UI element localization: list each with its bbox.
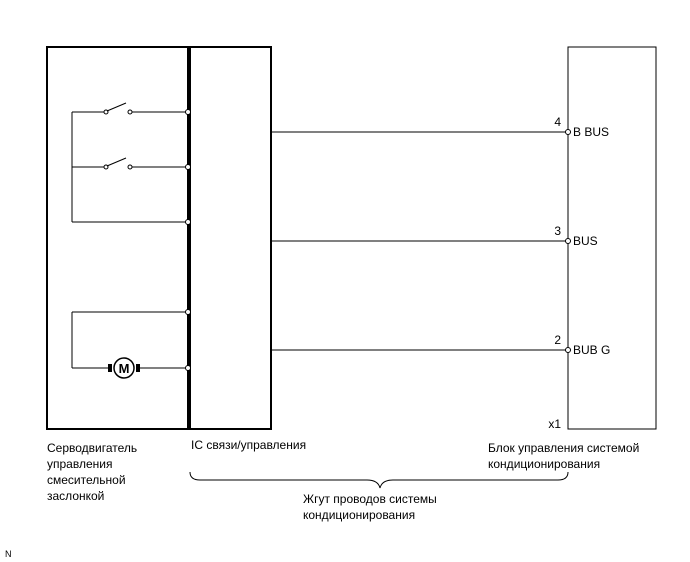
switch-2-icon (106, 157, 127, 167)
harness-label-line: Жгут проводов системы (303, 492, 437, 506)
motor-symbol: M (119, 361, 130, 376)
diagram-code: N (5, 549, 12, 559)
connector-id: x1 (548, 417, 561, 431)
servo-label-line: заслонкой (47, 489, 104, 503)
pin-name: B BUS (573, 125, 609, 139)
ecu-box (567, 46, 657, 430)
servo-label-line: Серводвигатель (47, 441, 137, 455)
terminals (185, 109, 191, 371)
switch-circuit (71, 102, 188, 223)
motor-circuit: M (71, 311, 188, 379)
ic-label: IC связи/управления (191, 438, 306, 452)
switch-1-icon (106, 102, 127, 112)
harness-label-line: кондиционирования (303, 508, 415, 522)
pin-name: BUS (573, 234, 598, 248)
motor-icon (113, 357, 135, 379)
ecu-label-line: Блок управления системой (488, 441, 639, 455)
servo-label-line: смесительной (47, 473, 126, 487)
pin-name: BUB G (573, 343, 610, 357)
pin-number: 3 (554, 224, 561, 238)
harness-brace-icon (189, 471, 569, 489)
ecu-label-line: кондиционирования (488, 457, 600, 471)
ic-box (189, 46, 272, 430)
pin-number: 4 (554, 115, 561, 129)
pin-number: 2 (554, 333, 561, 347)
harness-wires (271, 129, 571, 353)
servo-label-line: управления (47, 457, 112, 471)
